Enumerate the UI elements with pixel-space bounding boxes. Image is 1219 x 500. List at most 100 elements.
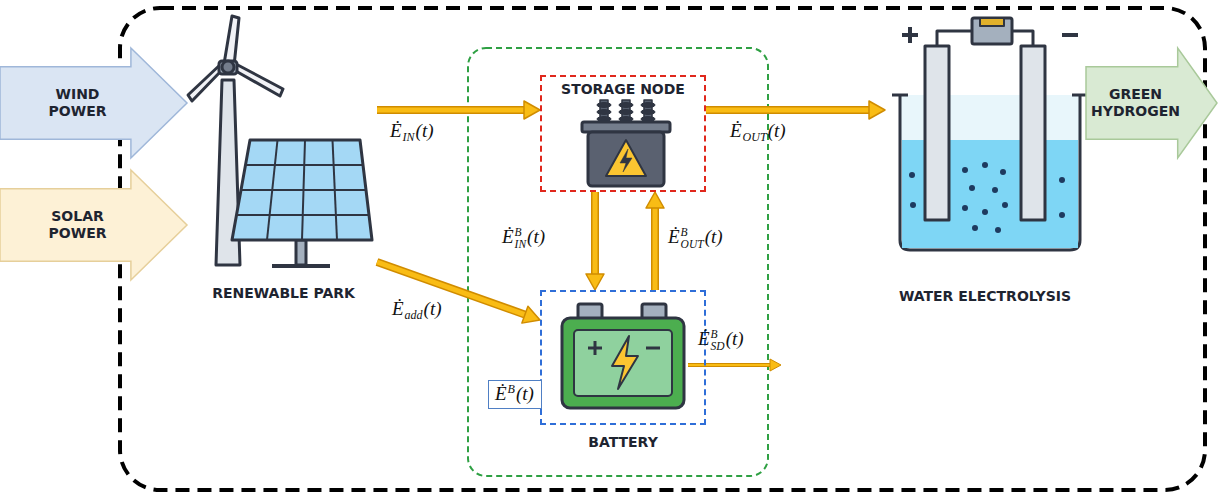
electrolyser-icon-part <box>1012 31 1033 46</box>
math-symbol: Ė <box>390 120 402 141</box>
arrow-shaft-fill <box>653 206 658 290</box>
electrolyser-icon-part-part <box>969 185 975 191</box>
transformer-icon-part <box>620 149 632 172</box>
self-discharge-arrow-part <box>688 364 771 366</box>
math-argument: (t) <box>424 298 442 319</box>
transformer-icon-part <box>619 110 633 115</box>
storage-node-box: STORAGE NODE <box>540 75 706 192</box>
math-symbol: Ė <box>668 226 680 247</box>
arrow-head <box>869 101 885 119</box>
subscript: add <box>405 308 423 322</box>
arrow-shaft-fill <box>593 192 598 276</box>
solar-panel-icon-part <box>232 140 372 240</box>
self-discharge-arrow-part <box>688 363 771 367</box>
electrolyser-icon-part-part <box>1002 202 1008 208</box>
arrow-shaft-outline <box>377 106 526 114</box>
flow-arrow <box>646 192 664 290</box>
arrow-head <box>522 306 540 323</box>
node-label: SOLAR POWER <box>49 208 107 243</box>
subscript: SD <box>711 340 725 352</box>
arrow-outline <box>0 170 187 280</box>
arrow-shaft <box>706 110 871 111</box>
superscript: B <box>681 226 704 238</box>
electrolyser-icon-part-part <box>972 225 978 231</box>
transformer-icon-part <box>597 110 611 115</box>
arrow-shaft-outline <box>591 192 599 276</box>
superscript: B <box>508 382 515 396</box>
electrolyser-icon-part-part <box>1059 212 1065 218</box>
index-stack: BOUT <box>681 226 704 250</box>
flow-arrow <box>377 262 540 323</box>
subscript: IN <box>515 238 527 250</box>
index-stack: BSD <box>711 328 725 352</box>
electrolyser-icon-part-part <box>982 162 988 168</box>
electrolyser-icon-part-part <box>910 202 916 208</box>
flow-label: ĖBSD(t) <box>698 328 744 353</box>
electrolyser-icon-part-part <box>1059 177 1065 183</box>
wind-turbine-icon-part <box>224 16 239 66</box>
water-electrolysis: WATER ELECTROLYSIS <box>885 18 1085 305</box>
electrolyser-icon-part <box>1021 46 1045 220</box>
solar-panel-icon-part <box>272 264 330 268</box>
flow-arrow <box>706 101 885 119</box>
arrow-shaft-outline <box>651 206 659 290</box>
math-argument: (t) <box>416 120 434 141</box>
electrolyser-icon-part <box>1062 33 1078 37</box>
electrolyser-icon-part <box>980 18 1004 26</box>
input-arrow: WIND POWER <box>0 48 187 158</box>
superscript: B <box>711 328 725 340</box>
battery-icon-part <box>574 330 672 396</box>
electrolyser-icon-part-part <box>962 167 968 173</box>
electrolyser-icon-part-part <box>1000 169 1006 175</box>
arrow-shaft-outline <box>706 106 871 114</box>
arrow-head <box>586 274 604 290</box>
math-argument: (t) <box>705 226 723 247</box>
transformer-icon-part <box>619 103 633 108</box>
node-label: STORAGE NODE <box>561 81 685 99</box>
node-label: GREEN HYDROGEN <box>1091 86 1180 121</box>
solar-panel-icon-part <box>241 189 366 191</box>
renewable-park: RENEWABLE PARK <box>190 28 377 302</box>
math-label: ĖB(t) <box>495 382 534 406</box>
system-boundary <box>120 8 1205 490</box>
math-symbol: Ė <box>502 226 514 247</box>
solar-panel-icon-part <box>237 214 370 216</box>
arrow-shaft <box>595 192 596 276</box>
flow-label: ĖBOUT(t) <box>668 226 723 251</box>
system-boundary-part <box>120 8 1205 490</box>
electrolyser-icon-part-part <box>962 205 968 211</box>
battery-box: BATTERYĖB(t) <box>540 290 706 425</box>
electrolyser-icon-part-part <box>992 187 998 193</box>
subscript: OUT <box>681 238 704 250</box>
math-argument: (t) <box>726 328 744 349</box>
subscript: OUT <box>743 130 767 144</box>
node-label: WIND POWER <box>49 86 107 121</box>
electrolyser-icon-part <box>925 46 949 220</box>
transformer-icon-part <box>606 140 646 176</box>
math-symbol: Ė <box>698 328 710 349</box>
electrolyser-icon-part <box>937 31 972 46</box>
electrolyser-icon-part <box>908 27 912 43</box>
self-discharge-arrow <box>688 359 781 371</box>
math-argument: (t) <box>527 226 545 247</box>
node-label: BATTERY <box>542 434 704 452</box>
input-arrow: SOLAR POWER <box>0 170 187 280</box>
battery-icon-part <box>562 318 684 408</box>
transformer-icon <box>582 100 670 186</box>
electrolyser-icon <box>892 18 1088 250</box>
arrow-outline <box>1086 48 1217 158</box>
wind-turbine-icon-part <box>219 61 237 74</box>
arrow-shaft-fill <box>377 108 526 113</box>
subscript: IN <box>403 130 415 144</box>
node-label: WATER ELECTROLYSIS <box>899 288 1071 306</box>
solar-panel-icon <box>232 140 372 266</box>
arrow-shaft-fill <box>706 108 871 113</box>
solar-panel-icon-part <box>296 240 306 265</box>
battery-icon-part <box>612 336 638 389</box>
math-symbol: Ė <box>730 120 742 141</box>
flow-label: ĖBIN(t) <box>502 226 545 251</box>
math-symbol: Ė <box>392 298 404 319</box>
flow-label: Ėadd(t) <box>392 298 442 323</box>
math-argument: (t) <box>516 383 534 404</box>
